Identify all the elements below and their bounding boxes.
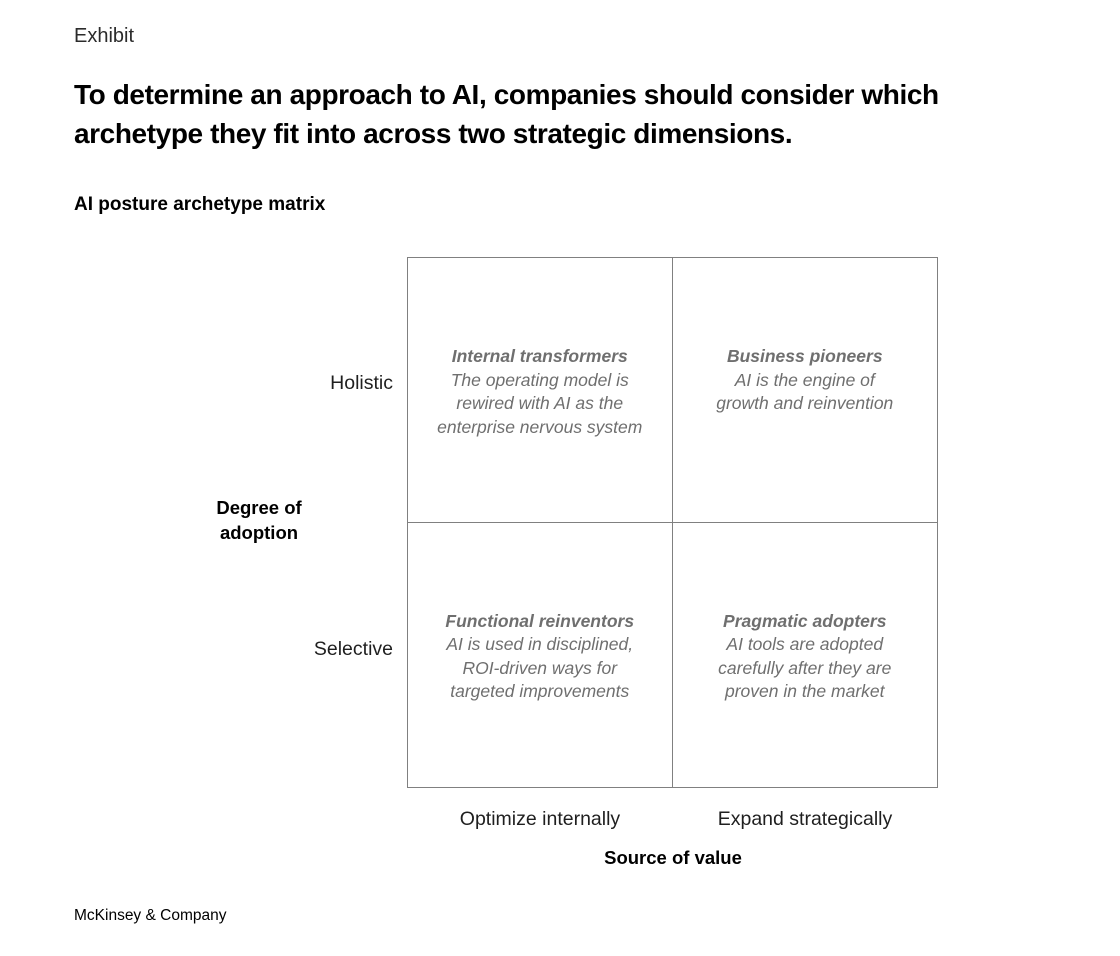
quadrant-functional-reinventors: Functional reinventors AI is used in dis… [408,522,673,787]
company-wordmark: McKinsey & Company [74,907,227,924]
quadrant-pragmatic-adopters: Pragmatic adopters AI tools are adopted … [673,523,938,788]
page-title: To determine an approach to AI, companie… [74,79,939,149]
archetype-matrix: Internal transformers The operating mode… [407,257,938,788]
quadrant-business-pioneers: Business pioneers AI is the engine of gr… [672,258,937,523]
exhibit-label: Exhibit [74,25,135,47]
quadrant-description: The operating model is rewired with AI a… [437,369,643,437]
x-axis-tick-optimize-internally: Optimize internally [459,808,621,830]
y-axis-tick-selective: Selective [313,638,393,660]
quadrant-title: Functional reinventors [445,610,635,631]
quadrant-description: AI is used in disciplined, ROI-driven wa… [446,634,634,701]
quadrant-description: AI is the engine of growth and reinventi… [716,369,894,414]
quadrant-title: Pragmatic adopters [723,610,887,631]
quadrant-title: Internal transformers [451,346,628,366]
x-axis-title: Source of value [604,847,742,868]
quadrant-title: Business pioneers [726,346,883,366]
matrix-subtitle: AI posture archetype matrix [74,194,326,215]
y-axis-tick-holistic: Holistic [330,372,393,394]
x-axis-tick-expand-strategically: Expand strategically [717,808,893,830]
quadrant-description: AI tools are adopted carefully after the… [718,634,892,701]
y-axis-title: Degree of adoption [216,497,302,543]
quadrant-internal-transformers: Internal transformers The operating mode… [408,258,673,523]
